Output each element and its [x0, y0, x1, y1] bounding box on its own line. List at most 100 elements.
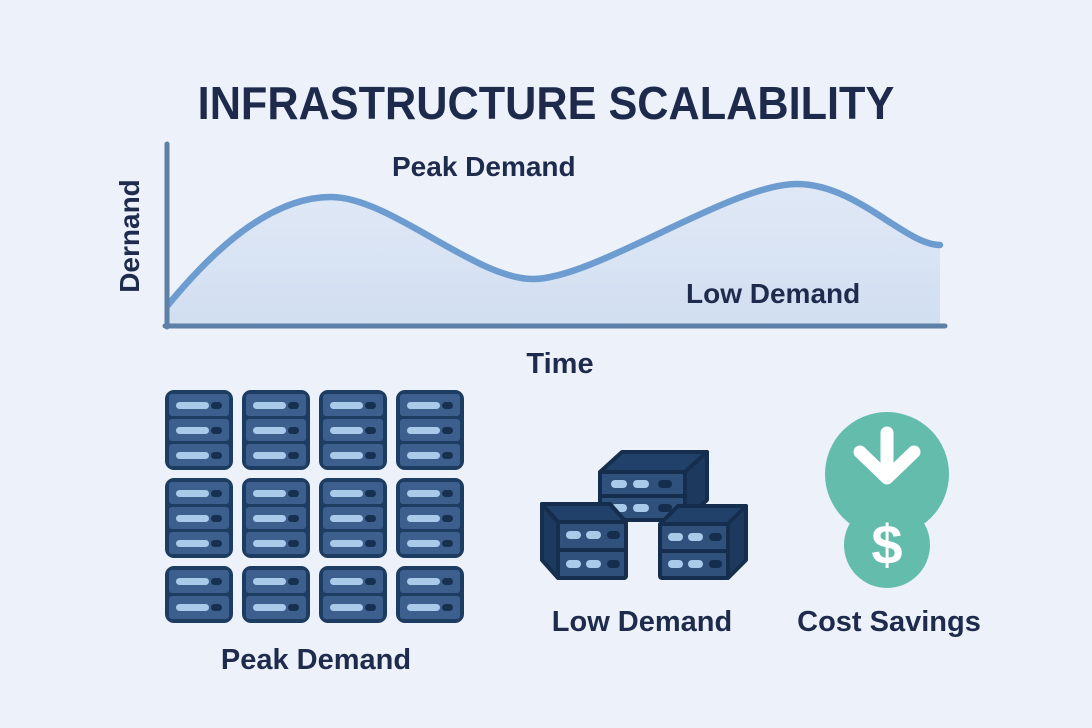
server-led: [288, 539, 299, 547]
server-slot: [169, 444, 229, 466]
server-led: [211, 539, 222, 547]
iso-server-bottom-right: [658, 504, 748, 580]
server-slot: [323, 570, 383, 593]
server-led: [365, 578, 376, 585]
server-slot: [400, 532, 460, 554]
y-axis-label: Dernand: [114, 179, 145, 293]
server-led: [211, 489, 222, 497]
server-drive-bar: [253, 514, 286, 522]
server-led: [442, 401, 453, 409]
server-slot: [169, 482, 229, 504]
server-drive-bar: [407, 401, 440, 409]
server-drive-bar: [176, 514, 209, 522]
demand-chart: [162, 141, 948, 330]
server-slot: [169, 532, 229, 554]
server-slot: [400, 394, 460, 416]
server-drive-bar: [176, 451, 209, 459]
server-drive-bar: [253, 401, 286, 409]
server-led: [211, 401, 222, 409]
peak-server-grid: [165, 390, 464, 631]
server-led: [288, 604, 299, 611]
server-slot: [400, 482, 460, 504]
server-slot: [323, 596, 383, 619]
server-slot: [169, 570, 229, 593]
server-drive-bar: [330, 426, 363, 434]
server-drive-bar: [330, 604, 363, 611]
server-drive-bar: [407, 578, 440, 585]
server-slot: [323, 532, 383, 554]
server-slot: [169, 507, 229, 529]
server-drive-bar: [407, 514, 440, 522]
server-drive-bar: [407, 426, 440, 434]
server-slot: [246, 507, 306, 529]
server-drive-bar: [407, 539, 440, 547]
server-drive-bar: [176, 401, 209, 409]
server-unit-icon: [242, 478, 310, 558]
server-unit-icon: [165, 566, 233, 623]
server-led: [442, 426, 453, 434]
server-slot: [400, 570, 460, 593]
server-drive-bar: [330, 451, 363, 459]
server-unit-icon: [396, 478, 464, 558]
server-slot: [323, 394, 383, 416]
server-grid-row: [165, 390, 464, 470]
server-led: [365, 514, 376, 522]
server-slot: [323, 444, 383, 466]
server-unit-icon: [319, 566, 387, 623]
server-drive-bar: [253, 604, 286, 611]
server-slot: [400, 444, 460, 466]
server-unit-icon: [396, 390, 464, 470]
server-slot: [246, 444, 306, 466]
server-led: [365, 604, 376, 611]
server-unit-icon: [319, 390, 387, 470]
server-slot: [169, 394, 229, 416]
server-led: [211, 426, 222, 434]
server-led: [288, 514, 299, 522]
low-demand-annotation: Low Demand: [686, 278, 861, 309]
iso-server-bottom-left: [540, 502, 628, 580]
server-unit-icon: [319, 478, 387, 558]
server-slot: [246, 419, 306, 441]
server-led: [365, 489, 376, 497]
server-slot: [246, 394, 306, 416]
savings-bulb-bottom: [844, 502, 930, 588]
server-led: [288, 489, 299, 497]
server-drive-bar: [176, 539, 209, 547]
server-slot: [323, 419, 383, 441]
server-drive-bar: [176, 578, 209, 585]
server-led: [288, 426, 299, 434]
server-unit-icon: [165, 478, 233, 558]
server-led: [211, 514, 222, 522]
server-drive-bar: [407, 604, 440, 611]
server-slot: [246, 570, 306, 593]
server-unit-icon: [242, 390, 310, 470]
server-drive-bar: [330, 514, 363, 522]
server-drive-bar: [176, 489, 209, 497]
server-slot: [169, 596, 229, 619]
server-drive-bar: [330, 539, 363, 547]
server-unit-icon: [396, 566, 464, 623]
server-grid-row: [165, 478, 464, 558]
server-slot: [246, 482, 306, 504]
server-unit-icon: [165, 390, 233, 470]
demand-area-fill: [168, 184, 940, 327]
server-led: [442, 514, 453, 522]
server-slot: [323, 507, 383, 529]
server-led: [288, 451, 299, 459]
server-drive-bar: [253, 451, 286, 459]
server-drive-bar: [253, 489, 286, 497]
server-slot: [246, 532, 306, 554]
server-grid-row: [165, 566, 464, 623]
server-led: [211, 451, 222, 459]
server-led: [211, 604, 222, 611]
server-led: [288, 578, 299, 585]
page-title: INFRASTRUCTURE SCALABILITY: [197, 76, 895, 129]
server-led: [442, 604, 453, 611]
server-led: [365, 401, 376, 409]
server-led: [365, 426, 376, 434]
dollar-sign-icon: $: [871, 513, 902, 576]
server-led: [442, 578, 453, 585]
server-led: [211, 578, 222, 585]
server-led: [442, 539, 453, 547]
